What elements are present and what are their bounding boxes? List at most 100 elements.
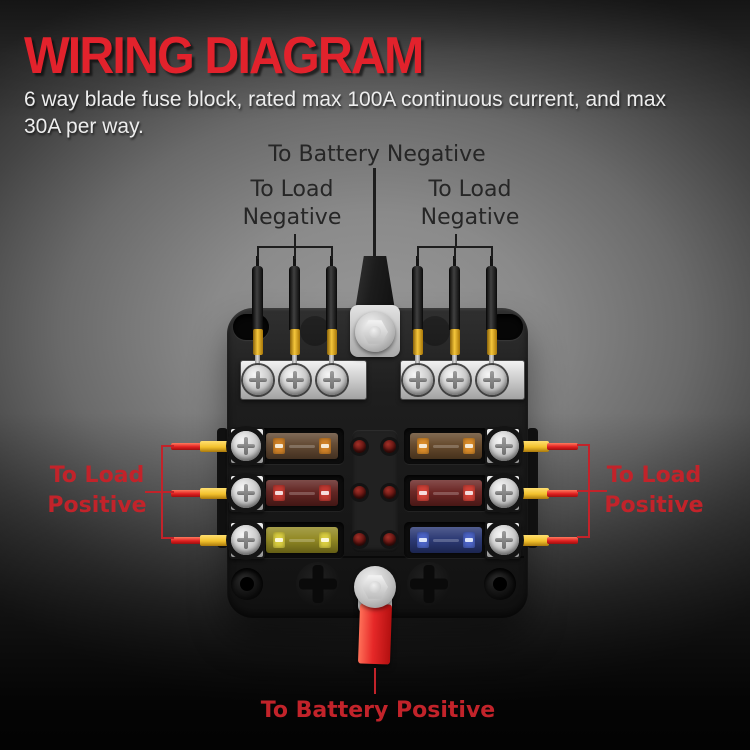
- wire-cable: [326, 266, 337, 330]
- blade-fuse-red: [410, 480, 482, 506]
- label-line: To Load: [49, 463, 145, 488]
- battery-negative-leader-line: [373, 168, 376, 258]
- fuse-blade: [319, 438, 331, 454]
- terminal-screw: [231, 525, 261, 555]
- load-positive-ferrule: [520, 441, 549, 452]
- wire-ferrule: [450, 329, 460, 355]
- bracket-drop: [417, 246, 419, 259]
- wire-stem: [256, 256, 259, 268]
- label-load-negative-left: To Load Negative: [243, 176, 342, 232]
- fuse-blade: [319, 485, 331, 501]
- fuse-element: [433, 538, 459, 542]
- label-line: To Load: [250, 177, 334, 202]
- load-positive-ferrule: [200, 441, 229, 452]
- label-line: Negative: [420, 205, 520, 230]
- label-battery-negative: To Battery Negative: [268, 142, 486, 167]
- fuse-element: [289, 444, 315, 448]
- terminal-screw: [489, 525, 519, 555]
- blown-fuse-led: [353, 440, 366, 453]
- wire-ferrule: [327, 329, 337, 355]
- load-positive-ferrule: [200, 535, 229, 546]
- bus-screw: [317, 365, 347, 395]
- label-load-negative-right: To Load Negative: [421, 176, 520, 232]
- wire-terminal-tab: [255, 353, 260, 369]
- subtitle: 6 way blade fuse block, rated max 100A c…: [24, 86, 666, 140]
- positive-stud-core: [369, 581, 381, 593]
- mounting-hole: [231, 568, 263, 600]
- wire-stem: [416, 256, 419, 268]
- fuse-blade: [463, 438, 475, 454]
- molded-cross: [407, 562, 451, 606]
- load-positive-wire: [171, 537, 202, 544]
- blade-fuse-blue: [410, 527, 482, 553]
- blade-fuse-orange: [266, 433, 338, 459]
- fuse-blade: [273, 485, 285, 501]
- bracket-stub: [161, 537, 174, 539]
- molded-cross: [296, 562, 340, 606]
- bracket-stub: [577, 490, 607, 492]
- blown-fuse-led: [383, 533, 396, 546]
- negative-stud-core: [369, 326, 381, 338]
- load-positive-wire: [547, 443, 578, 450]
- wire-terminal-tab: [292, 353, 297, 369]
- bracket-stub: [577, 444, 590, 446]
- molded-circle: [420, 316, 450, 346]
- load-positive-ferrule: [200, 488, 229, 499]
- blade-fuse-orange: [410, 433, 482, 459]
- wire-ferrule: [413, 329, 423, 355]
- fuse-blade: [417, 532, 429, 548]
- terminal-screw: [489, 478, 519, 508]
- blade-fuse-red: [266, 480, 338, 506]
- top-mount-slot-left: [233, 314, 269, 340]
- wire-stem: [293, 256, 296, 268]
- bracket-stub: [577, 536, 590, 538]
- bus-screw: [477, 365, 507, 395]
- fuse-blade: [273, 438, 285, 454]
- terminal-screw: [231, 478, 261, 508]
- bus-screw: [403, 365, 433, 395]
- subtitle-line-1: 6 way blade fuse block, rated max 100A c…: [24, 88, 667, 111]
- label-load-positive-left: To Load Positive: [47, 461, 146, 521]
- label-line: Positive: [604, 493, 704, 518]
- molded-circle: [300, 316, 330, 346]
- blown-fuse-led: [353, 533, 366, 546]
- wire-terminal-tab: [415, 353, 420, 369]
- load-positive-wire: [171, 490, 202, 497]
- wire-cable: [252, 266, 263, 330]
- terminal-screw: [231, 431, 261, 461]
- wire-ferrule: [253, 329, 263, 355]
- fuse-blade: [417, 485, 429, 501]
- page-title: WIRING DIAGRAM: [24, 27, 424, 85]
- bus-screw: [280, 365, 310, 395]
- wire-ferrule: [290, 329, 300, 355]
- fuse-blade: [463, 485, 475, 501]
- load-positive-ferrule: [520, 488, 549, 499]
- load-positive-wire: [547, 490, 578, 497]
- fuse-blade: [417, 438, 429, 454]
- load-positive-wire: [171, 443, 202, 450]
- bracket-drop: [454, 246, 456, 259]
- label-line: Negative: [242, 205, 342, 230]
- wire-terminal-tab: [329, 353, 334, 369]
- label-battery-positive: To Battery Positive: [260, 698, 496, 723]
- bus-screw: [440, 365, 470, 395]
- fuse-blade: [319, 532, 331, 548]
- wire-terminal-tab: [452, 353, 457, 369]
- bracket-drop: [331, 246, 333, 259]
- subtitle-line-2: 30A per way.: [24, 115, 144, 138]
- wire-cable: [289, 266, 300, 330]
- label-line: Positive: [47, 493, 147, 518]
- fuse-element: [289, 491, 315, 495]
- load-positive-ferrule: [520, 535, 549, 546]
- label-load-positive-right: To Load Positive: [604, 461, 703, 521]
- blown-fuse-led: [353, 486, 366, 499]
- battery-positive-strap: [357, 603, 393, 665]
- wire-cable: [486, 266, 497, 330]
- bracket-drop: [257, 246, 259, 259]
- load-negative-left-stub: [294, 234, 296, 248]
- wire-cable: [449, 266, 460, 330]
- wire-stem: [453, 256, 456, 268]
- load-positive-wire: [547, 537, 578, 544]
- wire-stem: [490, 256, 493, 268]
